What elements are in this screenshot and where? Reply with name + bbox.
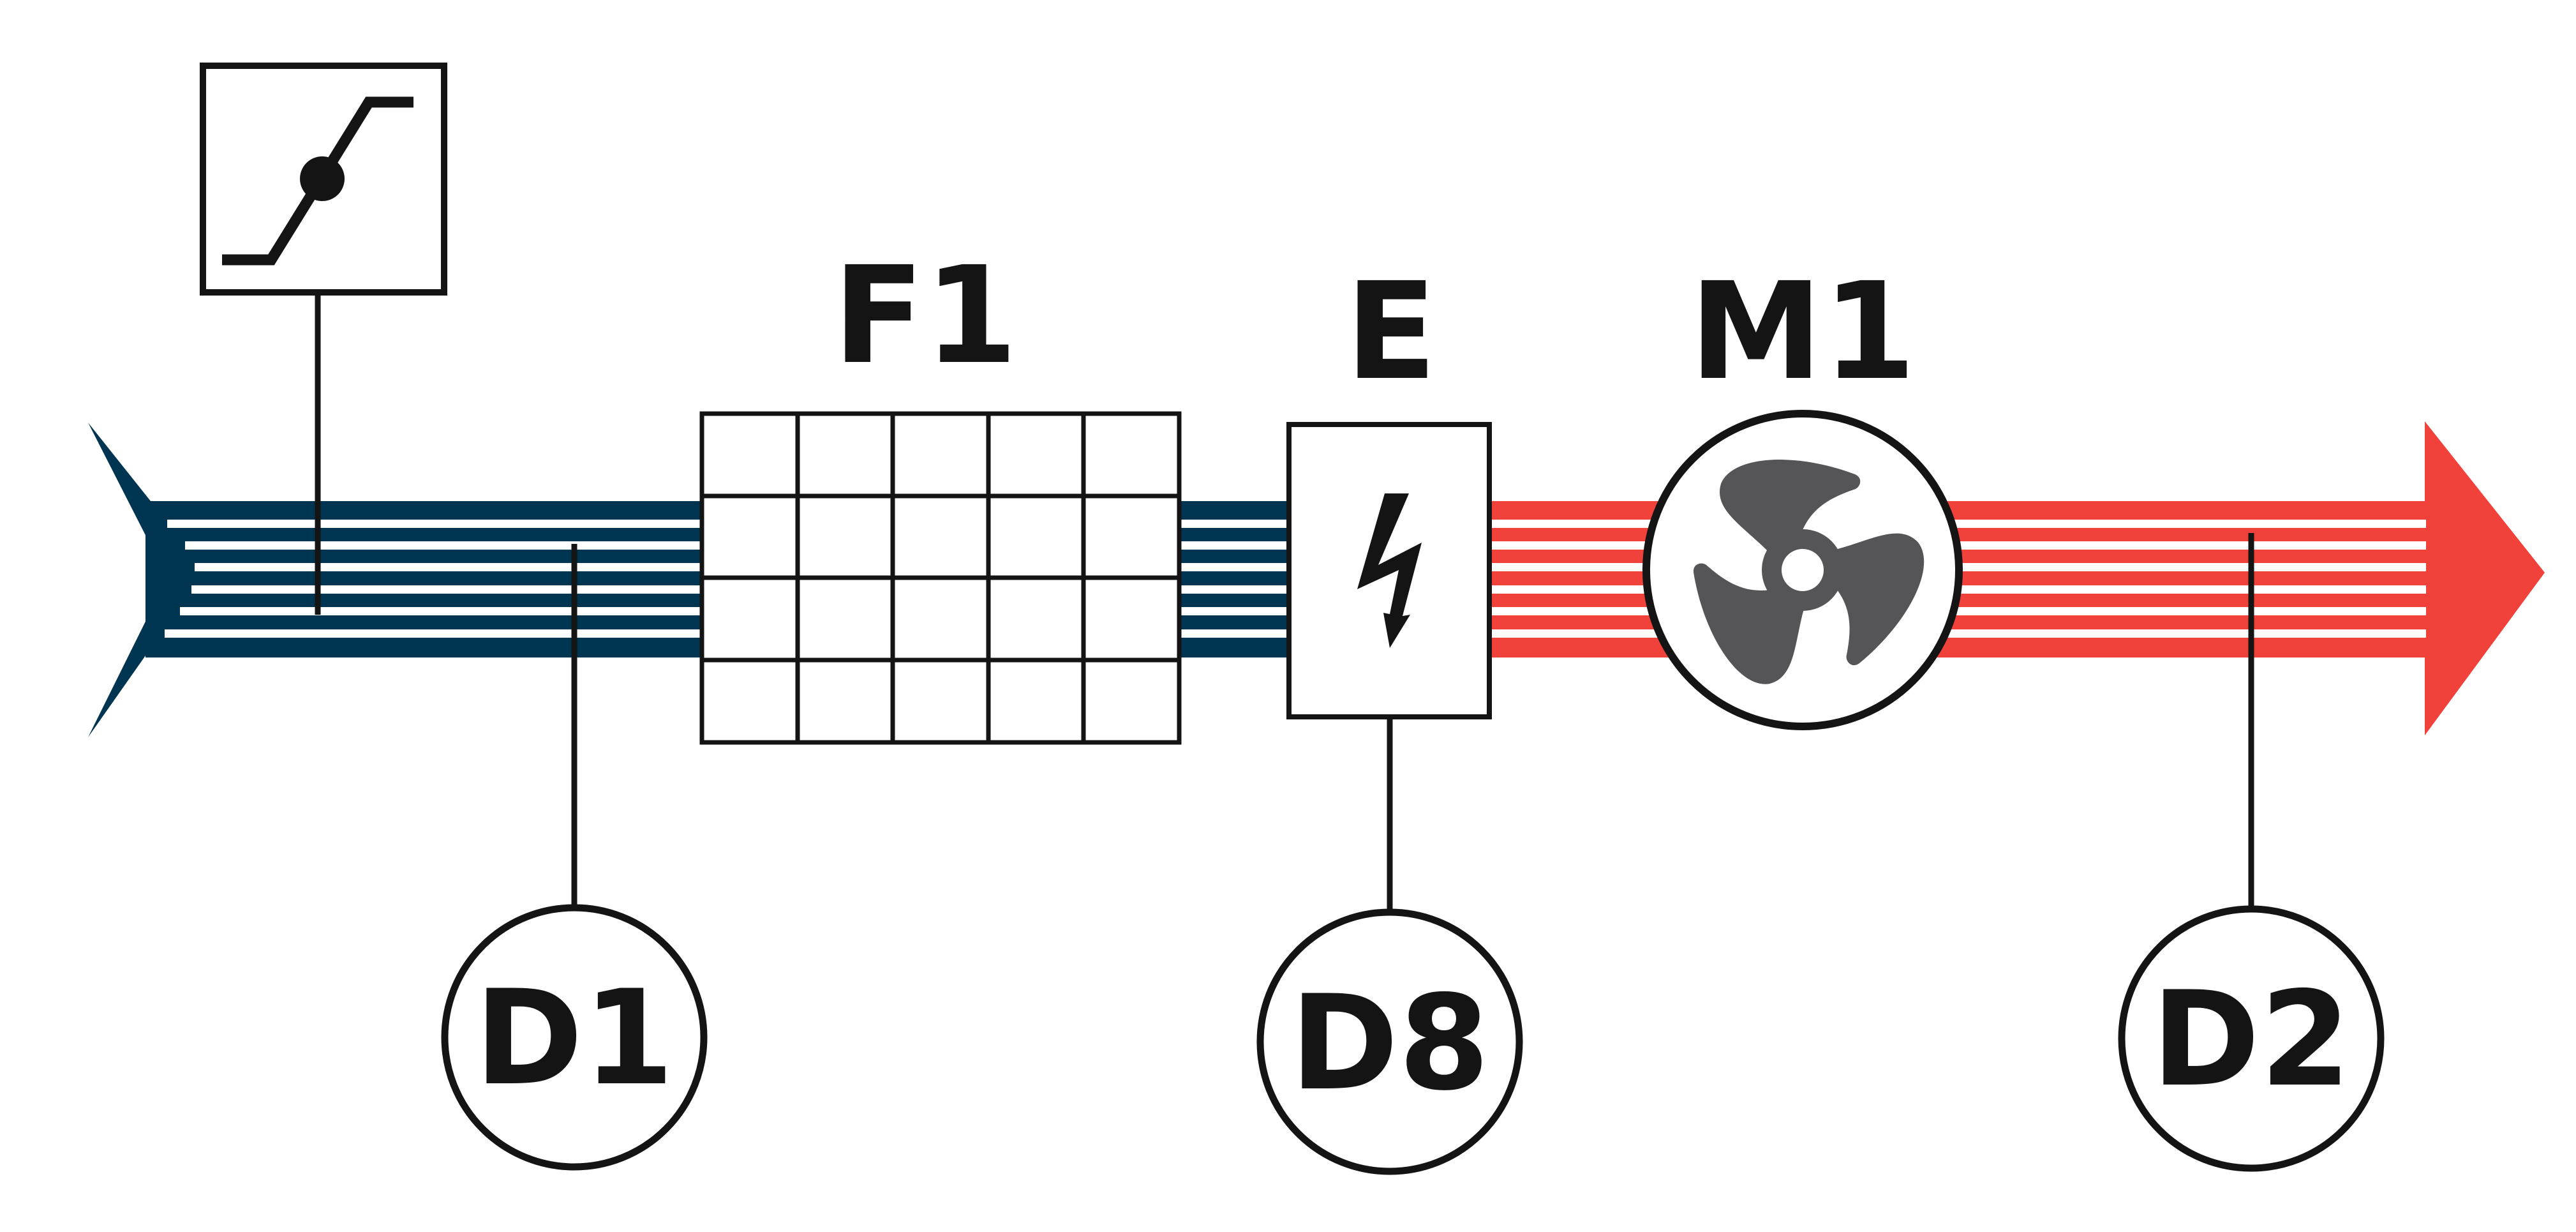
fan-icon [1694,460,1925,684]
filter-grid-icon [702,414,1179,742]
outlet-arrowhead [2425,421,2545,735]
heater-e [1286,422,1492,912]
sensor-d1-circle [441,904,708,1171]
damper-actuator-icon [222,96,413,266]
sensor-d1-label: D1 [474,963,674,1115]
sensor-d2-circle [2118,905,2385,1172]
damper-actuator [200,63,447,615]
fan-label: M1 [1689,253,1916,410]
sensor-d8-label: D8 [1290,968,1490,1120]
filter-f1 [699,411,1182,745]
heater-label: E [1345,253,1437,410]
filter-label: F1 [833,237,1018,394]
fan-m1 [1642,410,1963,730]
sensor-d2-label: D2 [2151,964,2351,1116]
lightning-bolt-icon [1357,493,1422,648]
sensor-d8-circle [1256,908,1523,1175]
